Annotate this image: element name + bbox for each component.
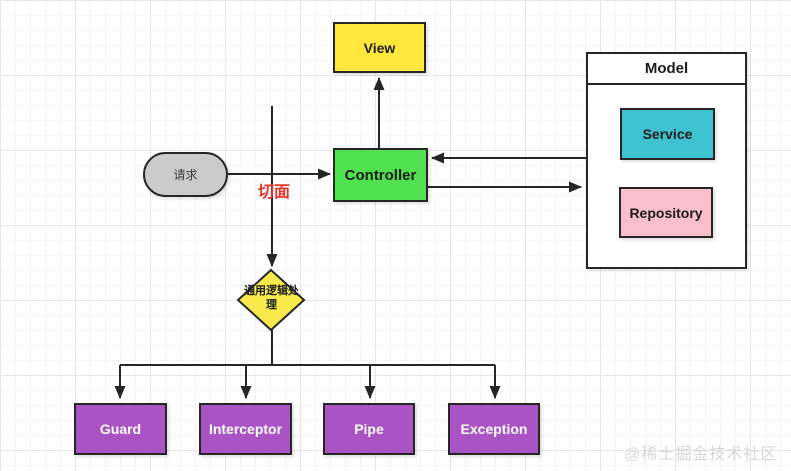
pipe-label: Pipe xyxy=(354,421,384,437)
controller-node: Controller xyxy=(333,148,428,202)
request-node: 请求 xyxy=(143,152,228,197)
pipe-node: Pipe xyxy=(323,403,415,455)
watermark: @稀土掘金技术社区 xyxy=(624,446,778,463)
service-label: Service xyxy=(642,126,693,142)
controller-label: Controller xyxy=(344,166,417,184)
view-label: View xyxy=(363,39,396,56)
decision-label: 通用逻辑处理 xyxy=(244,285,299,311)
exception-label: Exception xyxy=(460,421,528,437)
view-node: View xyxy=(333,22,426,73)
guard-label: Guard xyxy=(99,421,142,437)
interceptor-label: Interceptor xyxy=(208,421,283,437)
interceptor-node: Interceptor xyxy=(199,403,292,455)
exception-node: Exception xyxy=(448,403,540,455)
request-label: 请求 xyxy=(173,168,198,182)
service-node: Service xyxy=(620,108,715,160)
repository-node: Repository xyxy=(619,187,713,238)
repository-label: Repository xyxy=(629,204,703,221)
guard-node: Guard xyxy=(74,403,167,455)
aspect-label: 切面 xyxy=(257,184,290,201)
model-title: Model xyxy=(588,54,745,85)
decision-diamond xyxy=(236,268,306,332)
edge-decision-branch xyxy=(120,330,495,366)
